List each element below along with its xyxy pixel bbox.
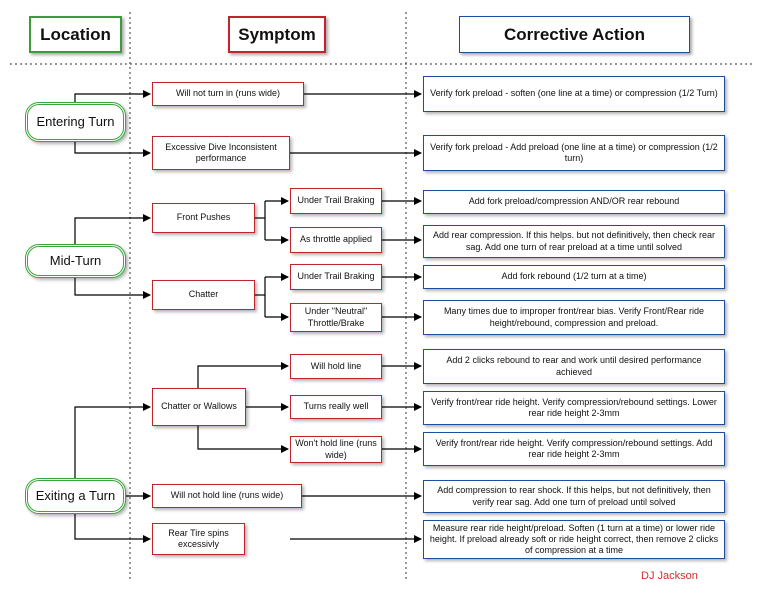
- action-entering-wont-turn-in: Verify fork preload - soften (one line a…: [423, 76, 725, 112]
- action-chatter-trail-braking: Add fork rebound (1/2 turn at a time): [423, 265, 725, 289]
- symptom-under-neutral-throttle: Under "Neutral" Throttle/Brake: [290, 303, 382, 332]
- symptom-wont-hold-line: Won't hold line (runs wide): [290, 436, 382, 463]
- action-entering-excessive-dive: Verify fork preload - Add preload (one l…: [423, 135, 725, 171]
- author-signature: DJ Jackson: [641, 570, 698, 582]
- action-exiting-turns-well: Verify front/rear ride height. Verify co…: [423, 391, 725, 425]
- header-corrective-action: Corrective Action: [459, 16, 690, 53]
- action-exiting-rear-tire-spins: Measure rear ride height/preload. Soften…: [423, 520, 725, 559]
- symptom-under-trail-braking-1: Under Trail Braking: [290, 188, 382, 214]
- symptom-excessive-dive: Excessive Dive Inconsistent performance: [152, 136, 290, 170]
- header-location: Location: [29, 16, 122, 53]
- action-front-pushes-trail-braking: Add fork preload/compression AND/OR rear…: [423, 190, 725, 214]
- location-mid-turn: Mid-Turn: [25, 244, 126, 278]
- symptom-will-hold-line: Will hold line: [290, 354, 382, 379]
- action-chatter-neutral-throttle: Many times due to improper front/rear bi…: [423, 300, 725, 335]
- symptom-turns-really-well: Turns really well: [290, 395, 382, 419]
- symptom-chatter: Chatter: [152, 280, 255, 310]
- header-symptom: Symptom: [228, 16, 326, 53]
- symptom-will-not-turn-in: Will not turn in (runs wide): [152, 82, 304, 106]
- action-front-pushes-throttle: Add rear compression. If this helps. but…: [423, 225, 725, 258]
- symptom-as-throttle-applied: As throttle applied: [290, 227, 382, 253]
- location-exiting-turn: Exiting a Turn: [25, 478, 126, 514]
- action-exiting-wont-hold-line: Verify front/rear ride height. Verify co…: [423, 432, 725, 466]
- symptom-will-not-hold-line: Will not hold line (runs wide): [152, 484, 302, 508]
- symptom-chatter-or-wallows: Chatter or Wallows: [152, 388, 246, 426]
- dotted-separators: [10, 12, 754, 580]
- symptom-front-pushes: Front Pushes: [152, 203, 255, 233]
- action-exiting-will-hold-line: Add 2 clicks rebound to rear and work un…: [423, 349, 725, 384]
- location-entering-turn: Entering Turn: [25, 102, 126, 142]
- symptom-under-trail-braking-2: Under Trail Braking: [290, 264, 382, 290]
- symptom-rear-tire-spins: Rear Tire spins excessivly: [152, 523, 245, 555]
- action-exiting-will-not-hold-line: Add compression to rear shock. If this h…: [423, 480, 725, 513]
